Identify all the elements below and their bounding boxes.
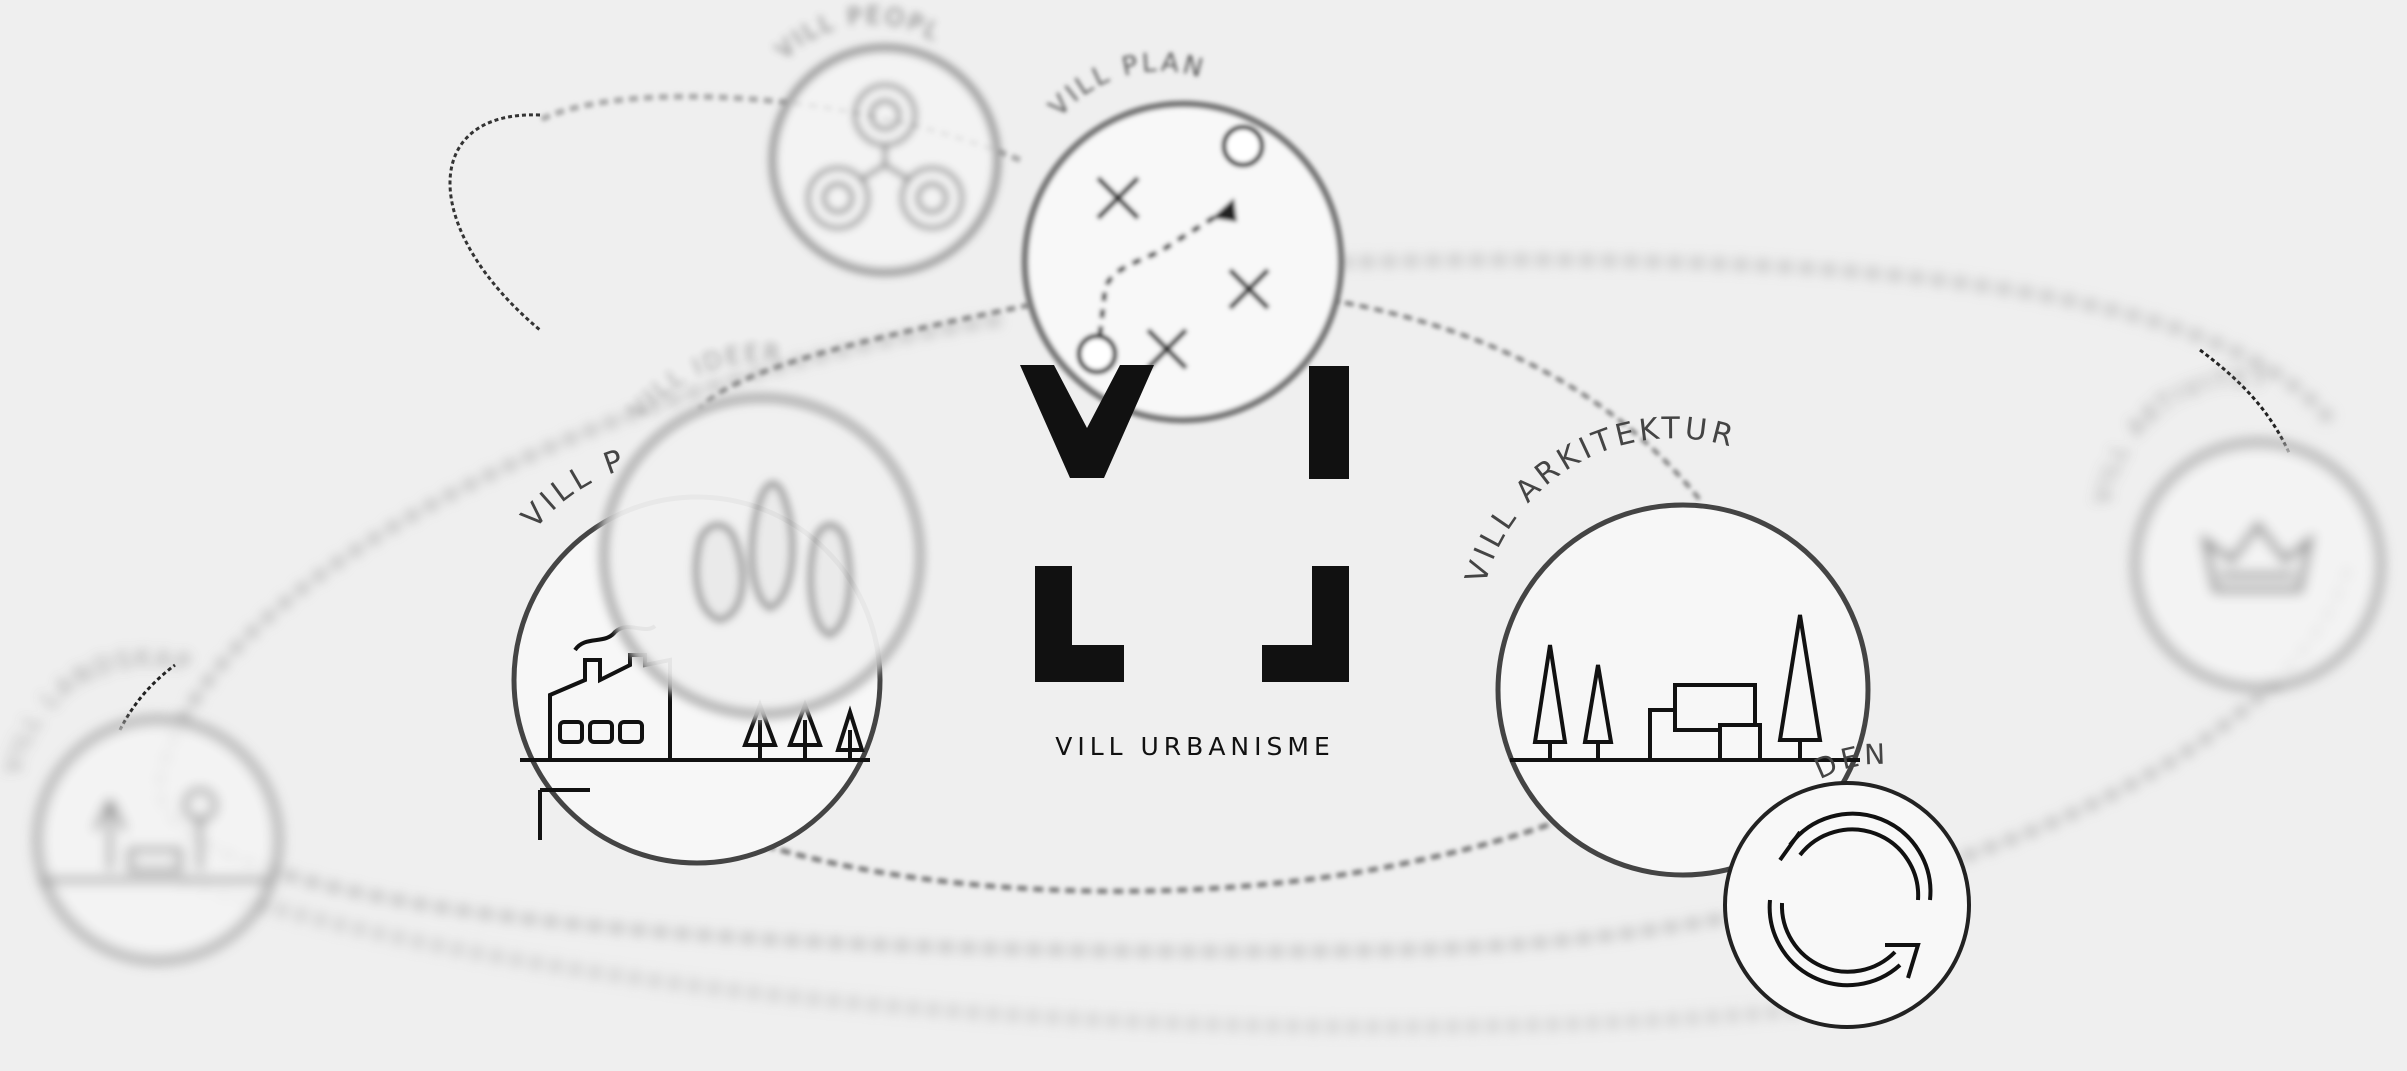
logo-letter-v xyxy=(1020,365,1154,478)
node-label: VILL PEOPLE xyxy=(0,0,947,64)
drops-icon xyxy=(692,480,854,639)
vill-logo xyxy=(1020,365,1349,682)
node-vill-cycle[interactable]: DEN xyxy=(1723,738,1971,1029)
cycle-arrow-icon xyxy=(1767,811,1933,988)
node-vill-plan[interactable]: VILL PLAN xyxy=(1021,48,1345,424)
node-vill-people[interactable]: VILL PEOPLE xyxy=(0,0,1001,276)
logo-letter-i xyxy=(1309,366,1349,479)
logo-wordmark: VILL URBANISME xyxy=(1055,732,1335,761)
people-network-icon xyxy=(806,83,964,230)
node-vill-landskap[interactable]: VILL LANDSKAP xyxy=(0,644,283,965)
node-vill-drops[interactable]: VILL IDEER xyxy=(598,339,926,720)
logo-letter-l-right xyxy=(1262,566,1349,682)
buildings-trees-icon xyxy=(1510,614,1860,762)
logo-letter-l-left xyxy=(1035,566,1124,682)
map-plan-icon xyxy=(1076,124,1270,375)
landscape-icon xyxy=(40,787,270,883)
node-vill-right[interactable]: VILL AKTIVITET xyxy=(2088,365,2385,692)
crown-icon xyxy=(2200,520,2315,593)
